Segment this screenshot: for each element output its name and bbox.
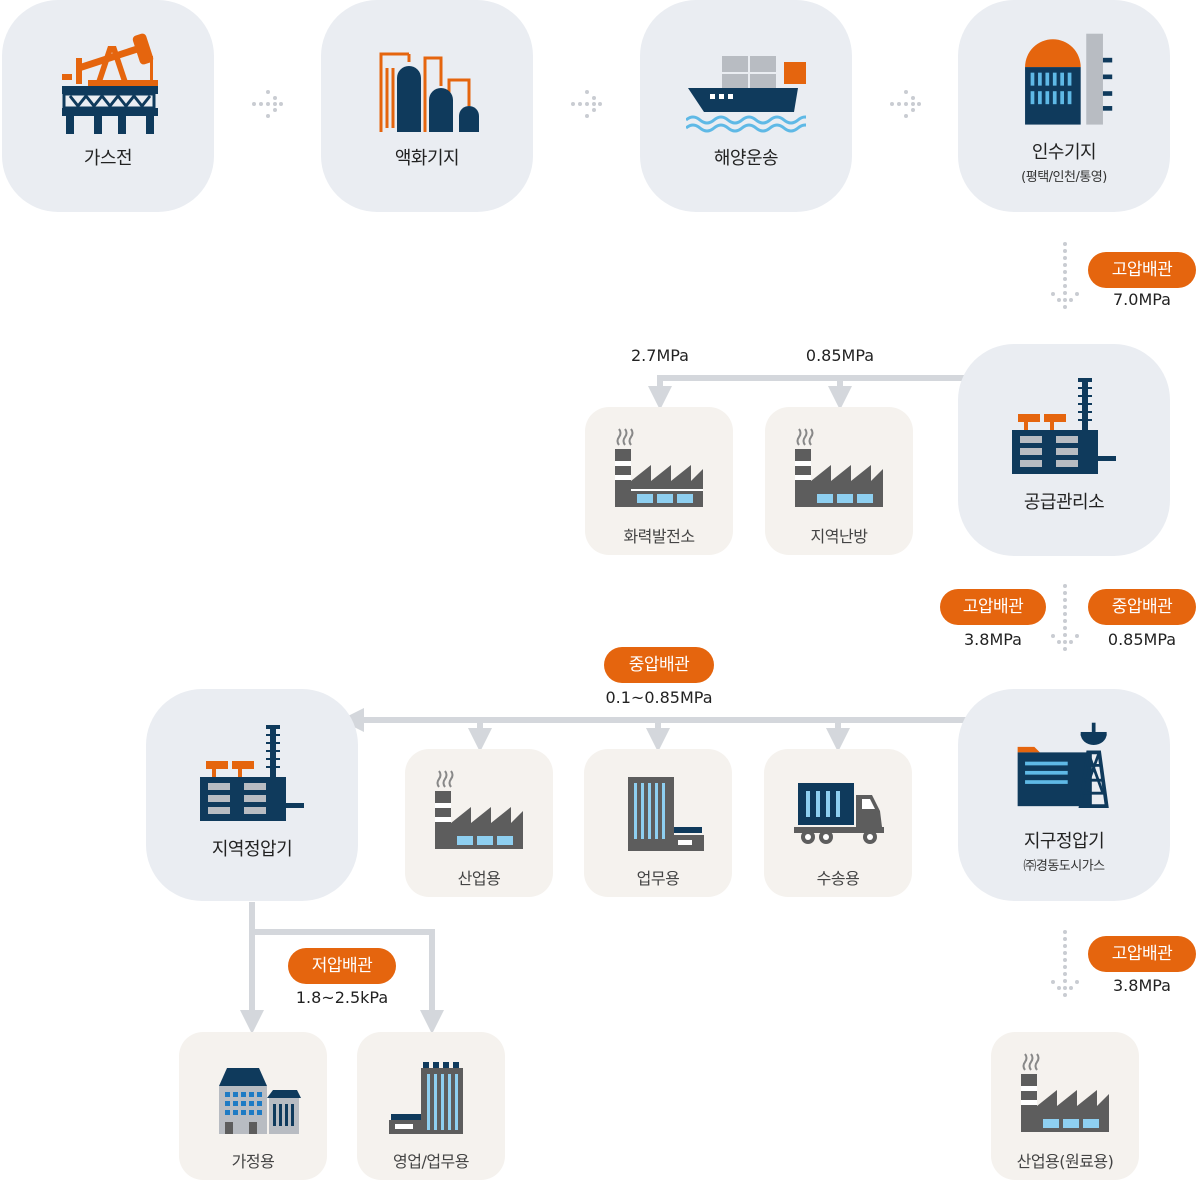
dotted-arrow-down — [1051, 930, 1079, 997]
node-label: 수송용 — [816, 869, 860, 888]
pipe-badge: 고압배관 — [1088, 936, 1196, 972]
dotted-arrow-right — [571, 90, 602, 118]
node-shipping: 해양운송 — [640, 0, 852, 212]
cargo-ship-icon — [686, 56, 806, 133]
node-label: 액화기지 — [394, 148, 460, 169]
gas-tanks-icon — [379, 52, 479, 132]
node-industrial-raw: 산업용(원료용) — [991, 1032, 1139, 1180]
node-label: 공급관리소 — [1023, 492, 1105, 513]
pipe-badge: 고압배관 — [1088, 252, 1196, 288]
node-label: 지역정압기 — [211, 839, 293, 860]
factory-icon — [435, 770, 523, 849]
node-label: 인수기지 — [1031, 142, 1097, 163]
node-label: 해양운송 — [713, 148, 779, 169]
node-power-plant: 화력발전소 — [585, 407, 733, 555]
branch-pressure: 0.85MPa — [805, 346, 875, 365]
node-sublabel: (평택/인천/통영) — [1021, 170, 1107, 185]
commercial-building-icon — [389, 1062, 463, 1134]
pipe-pressure: 7.0MPa — [1113, 290, 1171, 309]
pipe-pressure: 1.8~2.5kPa — [295, 988, 389, 1007]
pipe-pressure: 3.8MPa — [1113, 976, 1171, 995]
office-building-icon — [628, 777, 704, 851]
node-transport: 수송용 — [764, 749, 912, 897]
pipe-pressure: 3.8MPa — [964, 630, 1022, 649]
node-label: 업무용 — [636, 869, 680, 888]
pipe-badge: 중압배관 — [604, 647, 714, 683]
node-label: 지구정압기 — [1023, 831, 1105, 852]
factory-icon — [1021, 1053, 1109, 1132]
lng-terminal-icon — [1025, 33, 1113, 125]
node-sublabel: ㈜경동도시가스 — [1023, 859, 1105, 874]
node-regional-regulator: 지역정압기 — [146, 689, 358, 901]
node-label: 가정용 — [231, 1152, 275, 1171]
node-industrial: 산업용 — [405, 749, 553, 897]
dotted-arrow-right — [890, 90, 921, 118]
dotted-arrow-right — [252, 90, 283, 118]
branch-line — [648, 375, 968, 410]
dotted-arrows — [252, 90, 1079, 997]
regulator-station-icon — [200, 725, 304, 821]
pipe-badge: 저압배관 — [288, 948, 396, 984]
node-label: 화력발전소 — [623, 527, 695, 546]
node-commercial: 영업/업무용 — [357, 1032, 505, 1180]
pipe-pressure: 0.85MPa — [1107, 630, 1177, 649]
node-household: 가정용 — [179, 1032, 327, 1180]
node-liquefaction: 액화기지 — [321, 0, 533, 212]
oil-rig-icon — [62, 33, 158, 134]
regulator-tower-icon — [1017, 722, 1109, 809]
apartment-house-icon — [219, 1068, 301, 1134]
node-terminal: 인수기지 (평택/인천/통영) — [958, 0, 1170, 212]
node-gas-field: 가스전 — [2, 0, 214, 212]
pipe-badge: 고압배관 — [940, 589, 1046, 625]
branch-pressure: 2.7MPa — [631, 346, 689, 365]
node-supply: 공급관리소 — [958, 344, 1170, 556]
node-district-heat: 지역난방 — [765, 407, 913, 555]
low-pressure-line — [252, 929, 444, 1034]
node-label: 지역난방 — [810, 527, 868, 546]
node-label: 가스전 — [83, 148, 133, 169]
node-label: 영업/업무용 — [393, 1152, 470, 1171]
node-district-regulator: 지구정압기 ㈜경동도시가스 — [958, 689, 1170, 901]
dotted-arrow-down — [1051, 584, 1079, 651]
dotted-arrow-down — [1051, 242, 1079, 309]
supply-station-icon — [1012, 378, 1116, 474]
node-label: 산업용(원료용) — [1016, 1152, 1114, 1171]
pipe-badge: 중압배관 — [1088, 589, 1196, 625]
truck-icon — [794, 783, 884, 844]
node-label: 산업용 — [457, 869, 501, 888]
node-business: 업무용 — [584, 749, 732, 897]
factory-icon — [795, 428, 883, 507]
pipe-pressure: 0.1~0.85MPa — [605, 688, 713, 707]
factory-icon — [615, 428, 703, 507]
